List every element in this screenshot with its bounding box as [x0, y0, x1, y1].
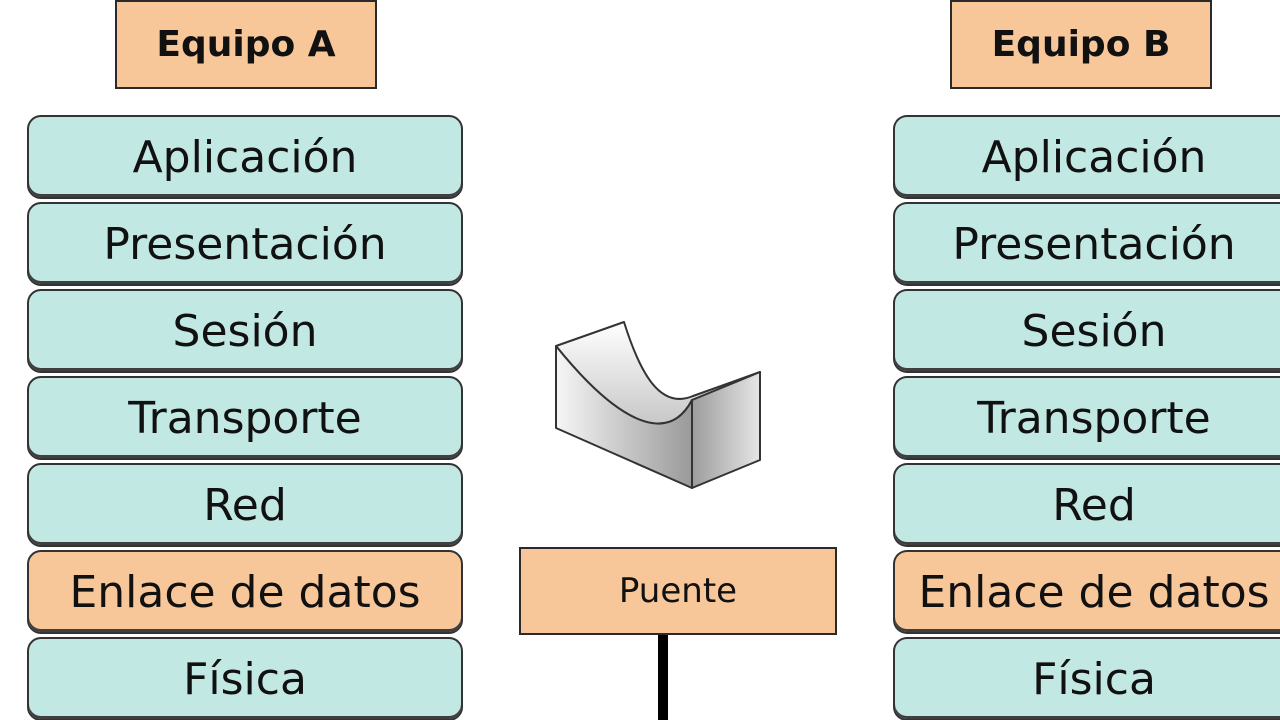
- host-b-layer-network: Red: [893, 463, 1280, 547]
- host-b-title: Equipo B: [950, 0, 1212, 89]
- host-b-layer-transport: Transporte: [893, 376, 1280, 460]
- host-a-layer-session: Sesión: [27, 289, 463, 373]
- host-b-layer-session: Sesión: [893, 289, 1280, 373]
- host-a-title: Equipo A: [115, 0, 377, 89]
- host-a-layer-physical: Física: [27, 637, 463, 720]
- bridge-icon: [555, 321, 761, 489]
- host-a-layer-application: Aplicación: [27, 115, 463, 199]
- bridge-label-box: Puente: [519, 547, 837, 635]
- bridge-connection-line: [658, 635, 668, 720]
- host-b-layer-application: Aplicación: [893, 115, 1280, 199]
- host-a-layer-network: Red: [27, 463, 463, 547]
- host-b-osi-stack: Aplicación Presentación Sesión Transport…: [893, 115, 1280, 720]
- host-a-layer-transport: Transporte: [27, 376, 463, 460]
- host-a-osi-stack: Aplicación Presentación Sesión Transport…: [27, 115, 463, 720]
- host-b-layer-physical: Física: [893, 637, 1280, 720]
- host-a-layer-data-link: Enlace de datos: [27, 550, 463, 634]
- host-b-layer-presentation: Presentación: [893, 202, 1280, 286]
- host-a-layer-presentation: Presentación: [27, 202, 463, 286]
- host-b-layer-data-link: Enlace de datos: [893, 550, 1280, 634]
